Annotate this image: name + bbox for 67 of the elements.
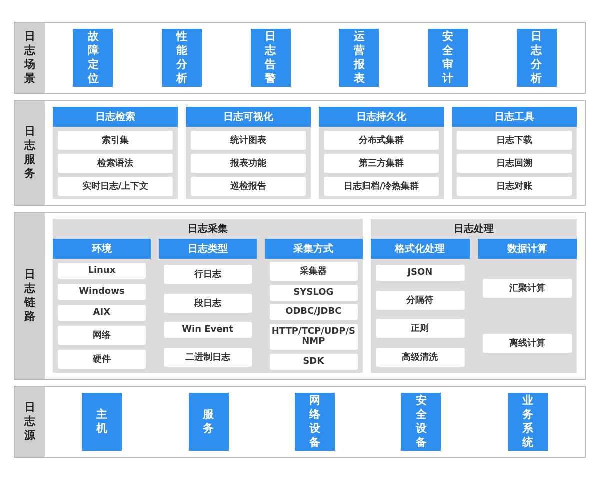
item-box: 巡检报告 — [191, 176, 306, 196]
column-header: 采集方式 — [264, 239, 363, 259]
category-tile: 运营报表 — [339, 29, 380, 87]
column-panel — [186, 107, 311, 199]
item-box: 日志归档/冷热集群 — [324, 176, 439, 196]
item-box: 汇聚计算 — [482, 278, 572, 298]
item-box: 分隔符 — [376, 290, 465, 310]
item-box: 硬件 — [58, 350, 146, 369]
item-box: JSON — [376, 265, 465, 282]
column-panel — [452, 107, 577, 199]
category-tile: 日志告警 — [250, 29, 291, 87]
category-tile: 业务系统 — [508, 393, 548, 451]
item-box: 索引集 — [58, 130, 173, 150]
column-header: 日志可视化 — [186, 107, 311, 127]
item-box: 第三方集群 — [324, 154, 439, 172]
item-box: 日志下载 — [457, 130, 572, 150]
item-box: 分布式集群 — [324, 130, 439, 150]
group-title: 日志处理 — [452, 222, 495, 237]
item-box: 日志对账 — [457, 176, 572, 196]
group-title: 日志采集 — [186, 222, 229, 237]
item-box: SDK — [270, 354, 358, 370]
layer-label: 日志源 — [15, 387, 45, 457]
category-tile: 服务 — [188, 393, 229, 451]
item-box: Win Event — [164, 322, 252, 338]
item-box: 行日志 — [164, 265, 252, 284]
item-box: SYSLOG — [270, 284, 358, 301]
item-box: 离线计算 — [482, 334, 572, 354]
layer-band — [14, 212, 586, 380]
column-panel — [319, 107, 444, 199]
category-tile: 安全设备 — [401, 393, 442, 451]
column-header: 日志持久化 — [319, 107, 444, 127]
column-header: 日志类型 — [158, 239, 257, 259]
column-header: 格式化处理 — [370, 239, 470, 259]
item-box: 段日志 — [164, 294, 252, 313]
category-tile: 安全审计 — [428, 29, 468, 87]
item-box: 报表功能 — [191, 154, 306, 172]
item-box: AIX — [58, 305, 146, 321]
column-panel — [53, 107, 178, 199]
layer-label: 日志链路 — [15, 213, 45, 379]
item-box: 正则 — [376, 319, 465, 338]
layer-band — [14, 22, 586, 94]
column-panel — [264, 239, 363, 373]
item-box: Linux — [58, 263, 146, 279]
layer-band — [14, 100, 586, 206]
layer-band — [14, 386, 586, 458]
category-tile: 故障定位 — [73, 29, 114, 87]
column-header: 日志工具 — [452, 107, 577, 127]
column-header: 环境 — [53, 239, 151, 259]
item-box: ODBC/JDBC — [270, 304, 358, 320]
item-box: 网络 — [58, 326, 146, 345]
item-box: 日志回溯 — [457, 154, 572, 172]
item-box: 统计图表 — [191, 130, 306, 150]
layer-label: 日志场景 — [15, 23, 45, 93]
item-box: 检索语法 — [58, 154, 173, 172]
category-tile: 日志分析 — [516, 29, 557, 87]
item-box: HTTP/TCP/UDP/SNMP — [270, 324, 358, 350]
category-tile: 性能分析 — [162, 29, 202, 87]
category-tile: 主机 — [82, 393, 122, 451]
category-tile: 网络设备 — [294, 393, 335, 451]
item-box: Windows — [58, 284, 146, 300]
column-header: 数据计算 — [478, 239, 577, 259]
item-box: 二进制日志 — [164, 348, 252, 367]
layer-label: 日志服务 — [15, 101, 45, 205]
item-box: 实时日志/上下文 — [58, 176, 173, 196]
item-box: 采集器 — [270, 262, 358, 282]
column-header: 日志检索 — [53, 107, 178, 127]
item-box: 高级清洗 — [376, 348, 465, 367]
